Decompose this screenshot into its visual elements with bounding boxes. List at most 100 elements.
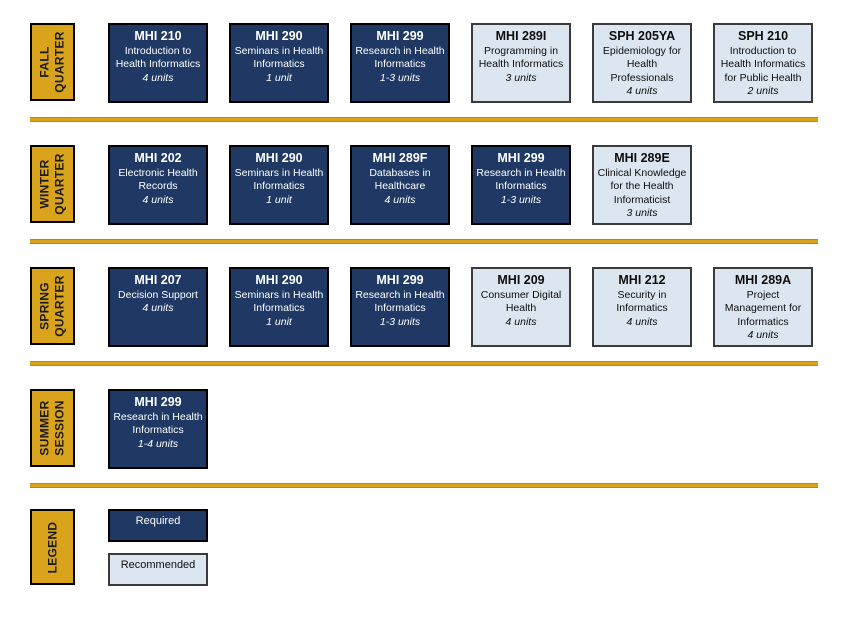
course-title: Consumer Digital Health — [480, 289, 562, 315]
course-units: 3 units — [626, 206, 658, 219]
course-title: Electronic Health Records — [118, 167, 198, 193]
course-units: 4 units — [626, 84, 658, 97]
legend-recommended-box: Recommended — [108, 553, 208, 586]
legend-recommended-label: Recommended — [120, 559, 196, 571]
course-title: Databases in Healthcare — [369, 167, 431, 193]
course-title: Research in Health Informatics — [355, 45, 445, 71]
legend-label-text: LEGEND — [45, 521, 60, 573]
course-title: Seminars in Health Informatics — [234, 167, 324, 193]
quarter-label-line: QUARTER — [52, 275, 67, 337]
course-units: 1-3 units — [500, 193, 542, 206]
course-units: 1-4 units — [137, 437, 179, 450]
legend-row: LEGEND Required Recommended — [0, 509, 850, 586]
course-code: SPH 210 — [737, 29, 789, 43]
course-units: 2 units — [747, 84, 779, 97]
course-units: 4 units — [747, 328, 779, 341]
course-code: MHI 289F — [372, 151, 428, 165]
course-title: Project Management for Informatics — [724, 289, 802, 328]
course-code: MHI 209 — [497, 273, 545, 287]
quarter-label-line: QUARTER — [52, 31, 67, 93]
course-units: 1-3 units — [379, 315, 421, 328]
quarter-separator — [30, 483, 818, 488]
course-units: 4 units — [626, 315, 658, 328]
course-title: Introduction to Health Informatics for P… — [720, 45, 806, 84]
quarter-separator — [30, 239, 818, 244]
course-title: Programming in Health Informatics — [478, 45, 564, 71]
course-code: SPH 205YA — [608, 29, 676, 43]
course-code: MHI 290 — [255, 29, 303, 43]
course-units: 4 units — [142, 193, 174, 206]
course-code: MHI 210 — [134, 29, 182, 43]
quarter-separator — [30, 361, 818, 366]
course-units: 1 unit — [266, 193, 292, 206]
course-units: 1-3 units — [379, 71, 421, 84]
course-sph-205ya: SPH 205YA Epidemiology for Health Profess… — [592, 23, 692, 103]
course-title: Research in Health Informatics — [355, 289, 445, 315]
course-units: 1 unit — [266, 315, 292, 328]
course-units: 4 units — [505, 315, 537, 328]
quarter-label-line: SESSION — [52, 400, 67, 456]
course-title: Research in Health Informatics — [476, 167, 566, 193]
legend-required-label: Required — [135, 515, 181, 527]
course-code: MHI 290 — [255, 273, 303, 287]
course-title: Decision Support — [118, 289, 198, 301]
course-title: Epidemiology for Health Professionals — [602, 45, 682, 84]
course-code: MHI 299 — [376, 29, 424, 43]
quarter-label-line: WINTER — [37, 159, 52, 209]
course-title: Research in Health Informatics — [113, 411, 203, 437]
course-title: Seminars in Health Informatics — [234, 289, 324, 315]
legend-required-box: Required — [108, 509, 208, 542]
course-code: MHI 299 — [497, 151, 545, 165]
quarter-separator — [30, 117, 818, 122]
legend-label-box: LEGEND — [30, 509, 75, 585]
course-title: Introduction to Health Informatics — [115, 45, 201, 71]
course-code: MHI 299 — [134, 395, 182, 409]
course-units: 4 units — [142, 302, 174, 315]
course-units: 1 unit — [266, 71, 292, 84]
course-units: 4 units — [384, 193, 416, 206]
course-title: Seminars in Health Informatics — [234, 45, 324, 71]
course-code: MHI 290 — [255, 151, 303, 165]
course-code: MHI 299 — [376, 273, 424, 287]
legend-label: LEGEND — [45, 521, 59, 573]
quarter-label-line: QUARTER — [52, 153, 67, 215]
legend-items: Required Recommended — [108, 509, 208, 586]
quarter-label-line: FALL — [37, 46, 52, 78]
course-title: Security in Informatics — [616, 289, 668, 315]
course-units: 3 units — [505, 71, 537, 84]
course-title: Clinical Knowledge for the Health Inform… — [597, 167, 687, 206]
course-code: MHI 289E — [614, 151, 670, 165]
course-units: 4 units — [142, 71, 174, 84]
course-code: MHI 202 — [134, 151, 182, 165]
course-code: MHI 212 — [618, 273, 666, 287]
course-code: MHI 207 — [134, 273, 182, 287]
quarter-label-line: SPRING — [37, 282, 52, 330]
